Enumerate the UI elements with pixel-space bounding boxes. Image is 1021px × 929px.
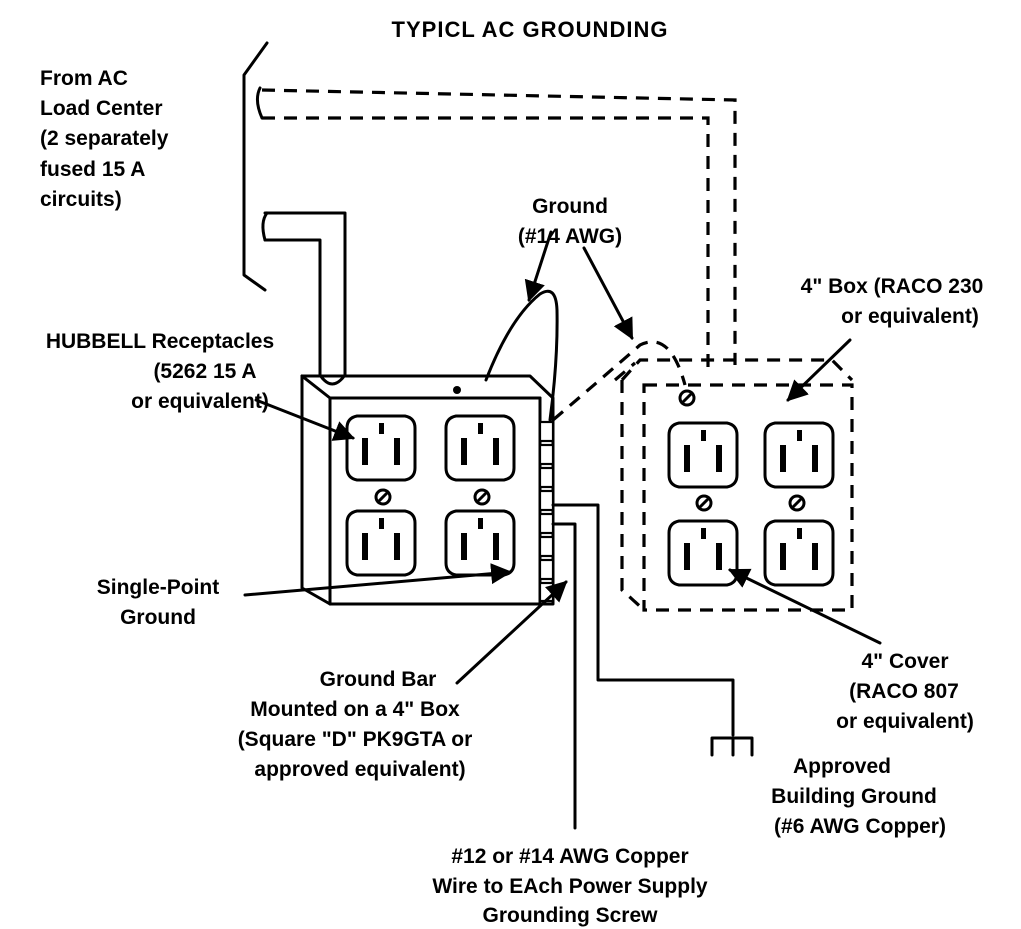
label-box-raco: 4" Box (RACO 230 or equivalent) [801,275,984,328]
label-line: Grounding Screw [482,904,658,927]
label-line: (#6 AWG Copper) [774,815,946,838]
receptacle-outlet [345,509,417,577]
label-line: or equivalent) [836,710,974,733]
label-line: Load Center [40,97,163,120]
mounting-screw-icon [374,488,392,506]
label-line: From AC [40,67,128,90]
label-ground-bar: Ground Bar Mounted on a 4" Box (Square "… [238,668,473,781]
receptacle-outlet [444,414,516,482]
dashed-ground-link [551,340,687,422]
label-line: Approved [793,755,891,778]
receptacle-outlet [345,414,417,482]
label-line: (Square "D" PK9GTA or [238,728,473,751]
label-line: fused 15 A [40,158,145,181]
label-copper-wire: #12 or #14 AWG Copper Wire to EAch Power… [432,845,708,927]
receptacle-outlet [763,421,835,489]
label-line: Ground [120,606,196,629]
label-single-point: Single-Point Ground [97,576,220,629]
ground-bar-box [300,374,555,606]
receptacle-outlet [667,421,739,489]
box-screw-icon [678,389,696,407]
label-line: Ground [532,195,608,218]
label-line: 4" Cover [862,650,949,673]
building-ground-wire [551,503,735,737]
label-line: HUBBELL Receptacles [46,330,274,353]
ground-bar-terminals [538,420,555,603]
label-line: (#14 AWG) [518,225,622,248]
callout-arrows [243,230,882,685]
label-ground-14: Ground (#14 AWG) [518,195,622,248]
mounting-screw-icon [788,494,806,512]
label-line: Mounted on a 4" Box [250,698,460,721]
label-line: approved equivalent) [254,758,465,781]
copper-wire [551,522,577,830]
ac-conduit [242,41,347,386]
label-line: 4" Box (RACO 230 [801,275,984,298]
label-line: Building Ground [771,785,937,808]
label-from-ac: From AC Load Center (2 separately fused … [40,67,169,211]
label-line: circuits) [40,188,122,211]
label-building-ground: Approved Building Ground (#6 AWG Copper) [771,755,946,838]
label-line: Ground Bar [320,668,437,691]
diagram-title: TYPICL AC GROUNDING [392,17,669,42]
receptacle-outlet [444,509,516,577]
receptacle-outlet [667,519,739,587]
mounting-screw-icon [695,494,713,512]
receptacle-outlet [763,519,835,587]
label-hubbell: HUBBELL Receptacles (5262 15 A or equiva… [46,330,274,413]
label-line: Wire to EAch Power Supply [432,875,708,898]
label-line: Single-Point [97,576,220,599]
label-line: or equivalent) [841,305,979,328]
label-line: or equivalent) [131,390,269,413]
label-line: (5262 15 A [153,360,256,383]
earth-ground-icon [710,736,754,757]
label-line: (2 separately [40,127,169,150]
label-line: #12 or #14 AWG Copper [451,845,688,868]
ground-wire-loop [484,289,559,422]
label-cover: 4" Cover (RACO 807 or equivalent) [836,650,974,733]
mounting-screw-icon [473,488,491,506]
right-outlet-box [613,358,854,612]
dashed-conduit [255,86,737,370]
label-line: (RACO 807 [849,680,959,703]
